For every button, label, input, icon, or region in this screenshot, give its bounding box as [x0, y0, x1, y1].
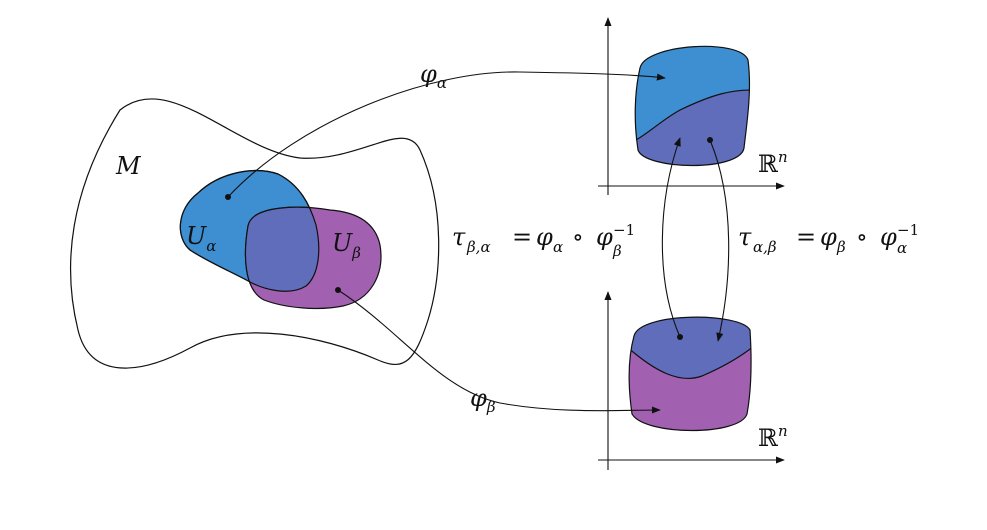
map-arrows — [225, 71, 666, 414]
top-chart-region — [634, 45, 751, 167]
rn-top-label: ℝn — [758, 148, 788, 178]
phi-alpha-label: φα — [420, 60, 447, 92]
svg-text:τ: τ — [452, 223, 466, 251]
svg-text:α: α — [897, 239, 907, 257]
tau-beta-alpha-formula: τ β,α = φ α ∘ φ β −1 — [452, 221, 635, 260]
phi-alpha-arrow — [227, 71, 666, 198]
svg-text:φ: φ — [820, 223, 837, 251]
svg-text:β: β — [836, 238, 846, 256]
svg-text:=: = — [512, 223, 532, 251]
tau-alpha-beta-arrow — [709, 139, 730, 342]
svg-text:−1: −1 — [613, 221, 635, 239]
svg-text:β,α: β,α — [466, 238, 491, 256]
tau-alpha-beta-formula: τ α,β = φ β ∘ φ α −1 — [738, 221, 919, 257]
u-alpha-label: Uα — [186, 222, 216, 255]
phi-beta-label: φβ — [470, 384, 496, 416]
svg-text:=: = — [796, 223, 816, 251]
transition-arrows — [661, 137, 730, 342]
svg-text:∘: ∘ — [856, 223, 868, 251]
svg-text:φ: φ — [880, 223, 897, 251]
bottom-chart-region — [628, 316, 752, 432]
manifold-outline — [69, 98, 440, 369]
top-axes — [598, 17, 785, 195]
tau-beta-alpha-arrow — [661, 137, 681, 338]
manifold-label: M — [115, 152, 142, 180]
svg-text:β: β — [612, 242, 622, 260]
phi-beta-arrow — [337, 289, 661, 414]
svg-text:τ: τ — [738, 223, 752, 251]
patch-overlap — [244, 206, 319, 292]
svg-text:−1: −1 — [897, 221, 919, 239]
bottom-axes — [598, 291, 785, 470]
svg-text:α: α — [553, 238, 563, 256]
svg-text:∘: ∘ — [572, 223, 584, 251]
svg-text:α,β: α,β — [753, 238, 777, 256]
rn-bottom-label: ℝn — [758, 422, 788, 452]
svg-text:φ: φ — [596, 223, 613, 251]
u-beta-label: Uβ — [332, 229, 361, 262]
svg-text:φ: φ — [536, 223, 553, 251]
